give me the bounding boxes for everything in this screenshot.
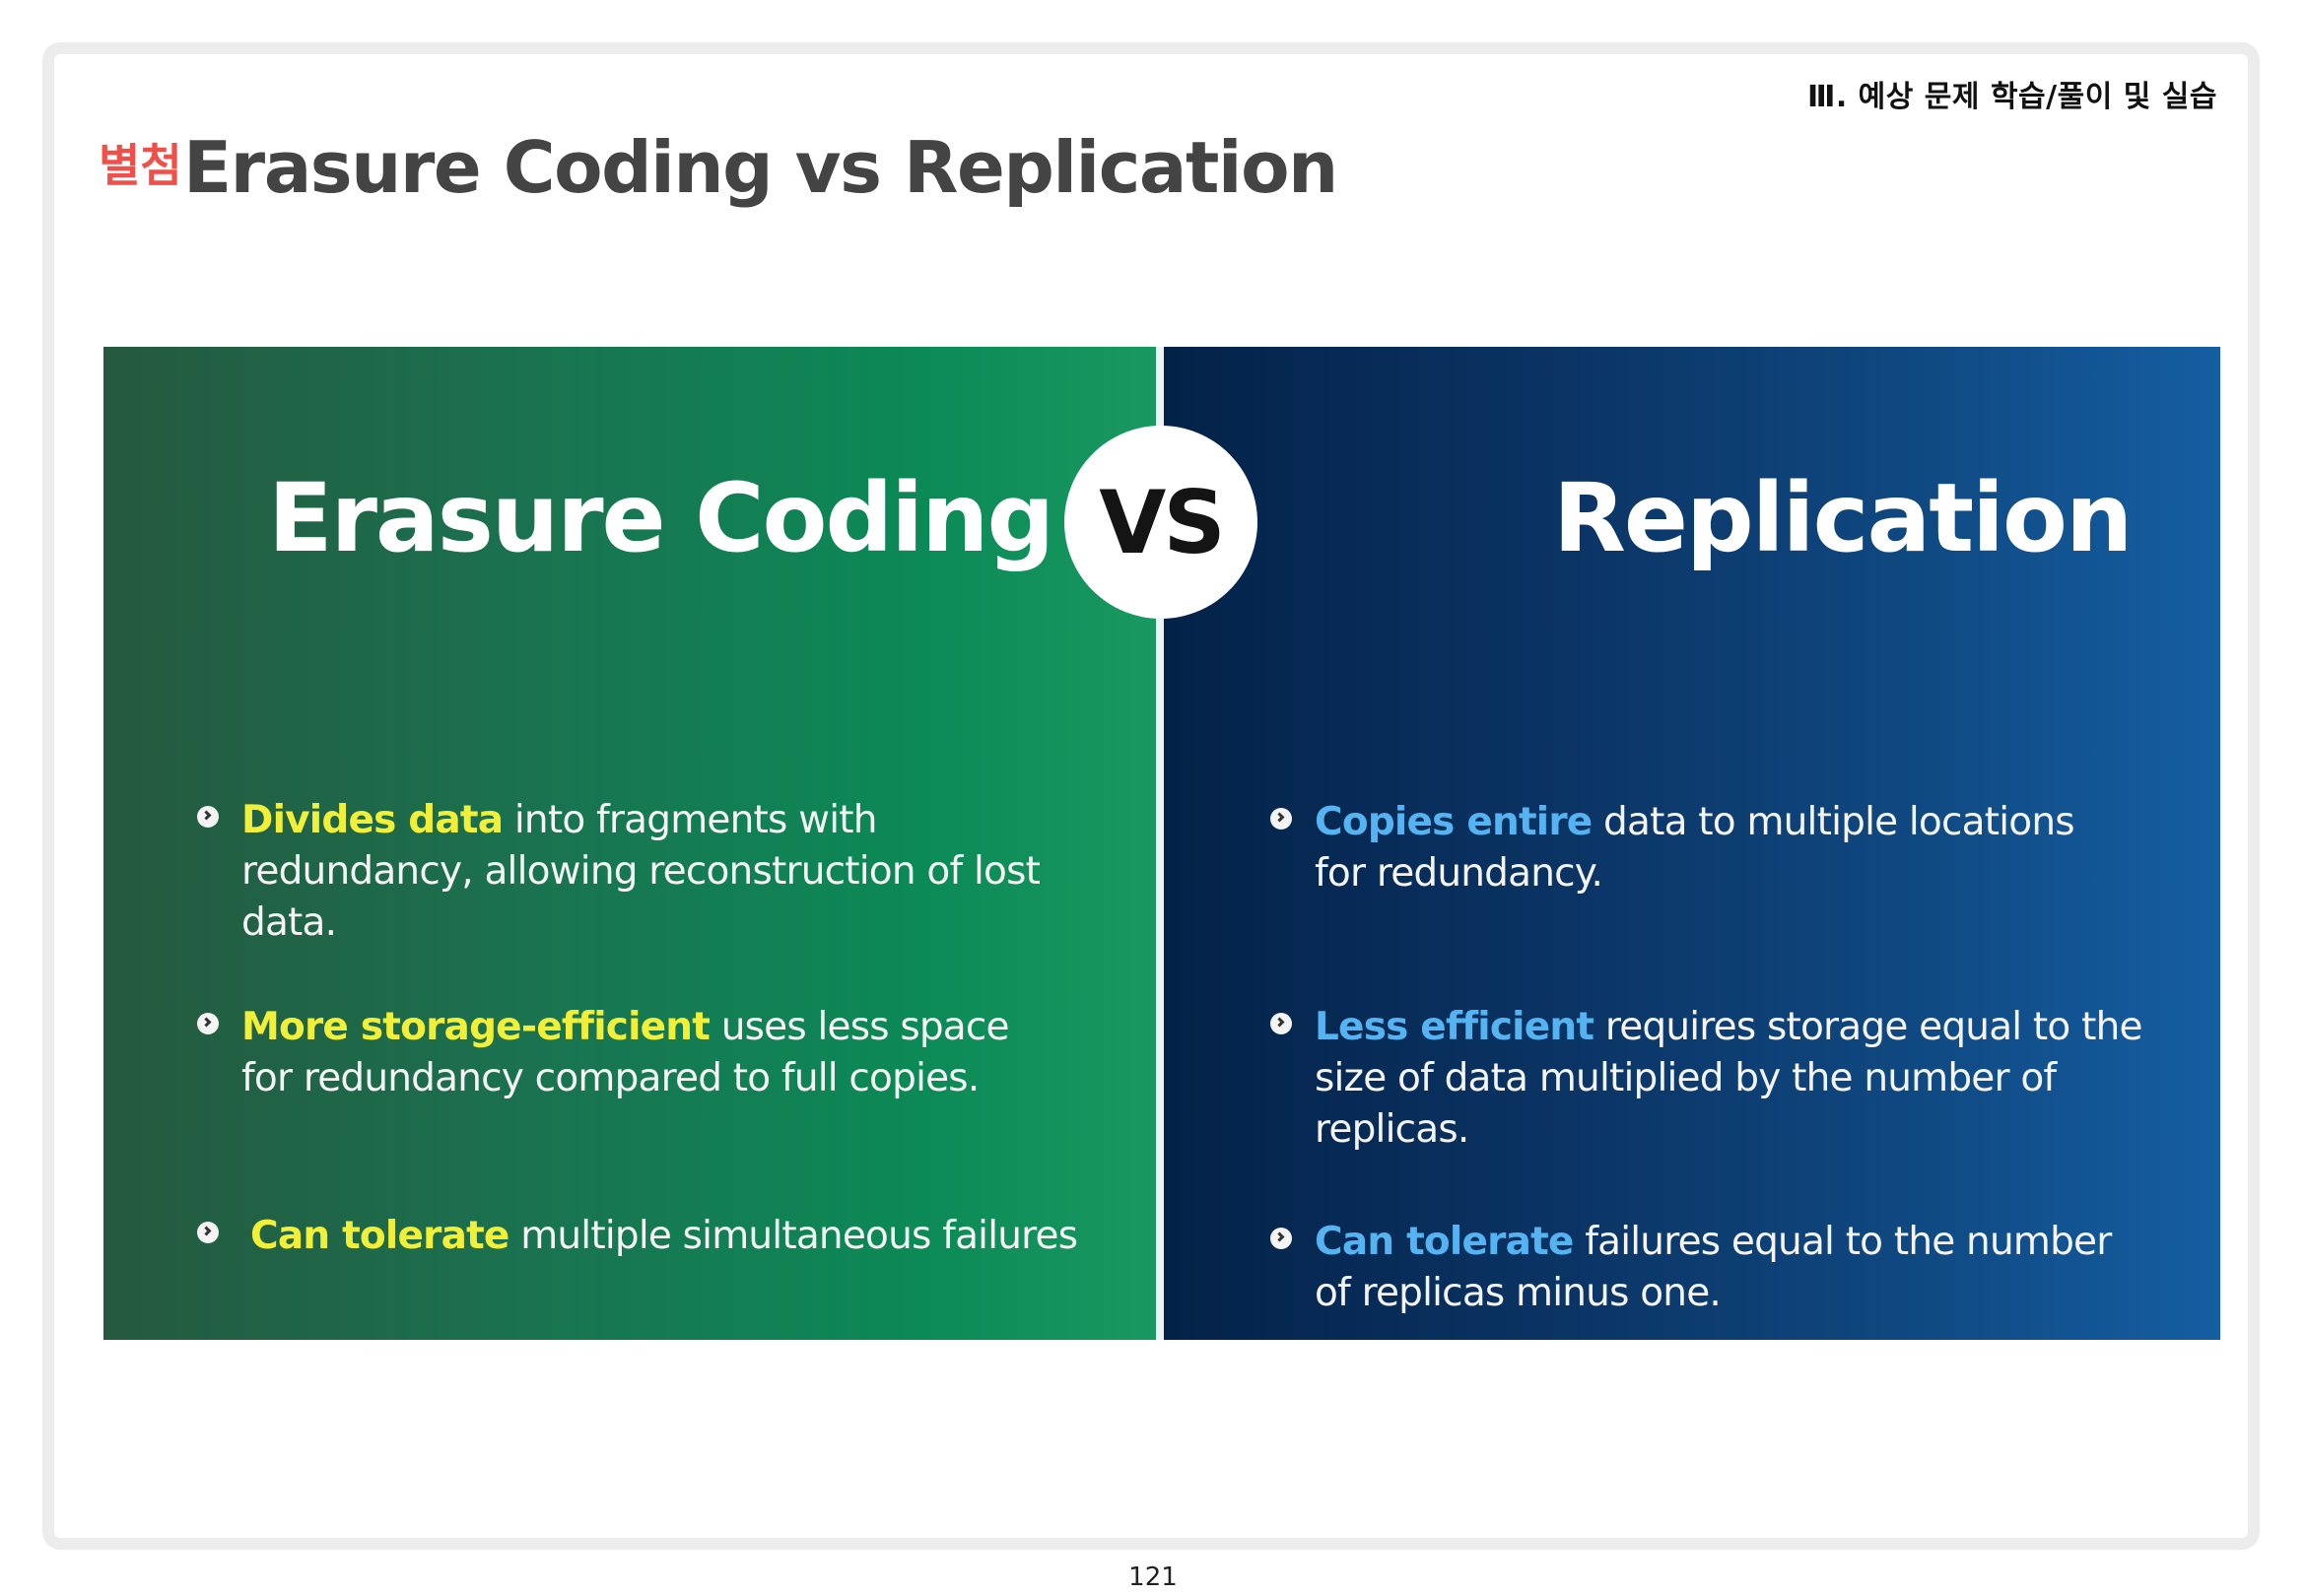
bullet-highlight: Less efficient — [1315, 1005, 1594, 1049]
erasure-coding-panel: Erasure Coding Divides data into fragmen… — [103, 347, 1156, 1340]
erasure-coding-bullet-1: Divides data into fragments with redunda… — [197, 795, 1114, 949]
bullet-text: Can tolerate failures equal to the numbe… — [1315, 1217, 2123, 1319]
bullet-text: Less efficient requires storage equal to… — [1315, 1002, 2182, 1156]
replication-panel: Replication Copies entire data to multip… — [1164, 347, 2220, 1340]
comparison-banner: Erasure Coding Divides data into fragmen… — [103, 347, 2220, 1340]
chevron-right-icon — [197, 1222, 219, 1243]
chevron-right-icon — [1270, 1013, 1292, 1034]
bullet-highlight: Can tolerate — [1315, 1220, 1574, 1264]
erasure-coding-bullet-3: Can tolerate multiple simultaneous failu… — [197, 1211, 1114, 1262]
chevron-right-icon — [197, 806, 219, 828]
erasure-coding-title: Erasure Coding — [268, 463, 1054, 573]
bullet-body: into fragments with redundancy, allowing… — [241, 798, 1041, 945]
panel-divider — [1156, 347, 1164, 1340]
bullet-highlight: Divides data — [241, 798, 504, 842]
chevron-right-icon — [197, 1013, 219, 1034]
section-header: Ⅲ. 예상 문제 학습/풀이 및 실습 — [1806, 80, 2217, 114]
replication-bullet-3: Can tolerate failures equal to the numbe… — [1270, 1217, 2187, 1319]
title-prefix-label: 별첨 — [99, 139, 182, 192]
bullet-text: More storage-efficient uses less space f… — [241, 1002, 1010, 1104]
replication-bullet-2: Less efficient requires storage equal to… — [1270, 1002, 2187, 1156]
vs-label: VS — [1099, 471, 1225, 573]
bullet-text: Divides data into fragments with redunda… — [241, 795, 1114, 949]
bullet-highlight: More storage-efficient — [241, 1005, 711, 1049]
replication-bullet-1: Copies entire data to multiple locations… — [1270, 797, 2187, 899]
page-number: 121 — [1128, 1563, 1178, 1592]
bullet-highlight: Can tolerate — [250, 1214, 509, 1258]
erasure-coding-bullet-2: More storage-efficient uses less space f… — [197, 1002, 1114, 1104]
bullet-text: Copies entire data to multiple locations… — [1315, 797, 2123, 899]
bullet-highlight: Copies entire — [1315, 800, 1593, 844]
chevron-right-icon — [1270, 1228, 1292, 1249]
replication-title: Replication — [1553, 463, 2133, 573]
bullet-text: Can tolerate multiple simultaneous failu… — [250, 1211, 1114, 1262]
bullet-body: uses less space for redundancy compared … — [241, 1005, 1010, 1100]
bullet-body: requires storage equal to the size of da… — [1315, 1005, 2142, 1152]
bullet-body: multiple simultaneous failures — [509, 1214, 1078, 1258]
bullet-body: data to multiple locations for redundanc… — [1315, 800, 2075, 896]
title-main-text: Erasure Coding vs Replication — [183, 126, 1338, 209]
vs-badge: VS — [1064, 426, 1257, 619]
bullet-body: failures equal to the number of replicas… — [1315, 1220, 2112, 1315]
chevron-right-icon — [1270, 808, 1292, 830]
